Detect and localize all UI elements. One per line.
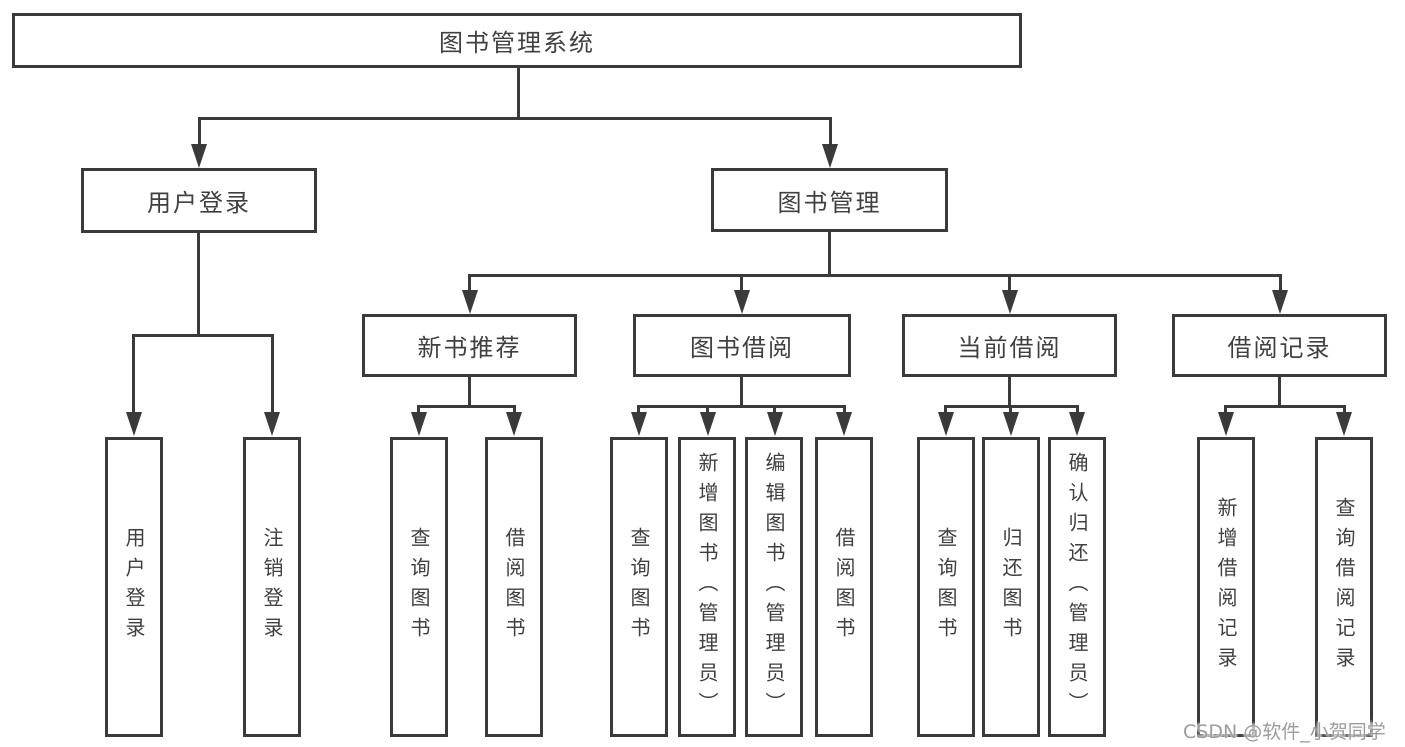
leaf-query-borrow-record: 查询借阅记录 — [1315, 437, 1373, 737]
connector-line — [417, 405, 516, 408]
node-library-system: 图书管理系统 — [12, 13, 1022, 68]
leaf-confirm-return-admin: 确认归还（管理员） — [1048, 437, 1106, 737]
node-new-book-recommend: 新书推荐 — [362, 314, 577, 377]
connector-line — [132, 334, 135, 418]
leaf-label: 查询图书 — [627, 527, 651, 647]
leaf-query-books-borrow: 查询图书 — [610, 437, 668, 737]
connector-line — [637, 405, 846, 408]
watermark: CSDN @软件_小贺同学 — [1183, 721, 1386, 743]
arrow-down-icon — [191, 144, 207, 168]
leaf-label: 借阅图书 — [502, 527, 526, 647]
node-borrow-records: 借阅记录 — [1172, 314, 1387, 377]
leaf-add-borrow-record: 新增借阅记录 — [1197, 437, 1255, 737]
leaf-borrow-books-recommend: 借阅图书 — [485, 437, 543, 737]
connector-line — [740, 377, 743, 408]
arrow-down-icon — [411, 412, 427, 436]
arrow-down-icon — [767, 412, 783, 436]
arrow-down-icon — [631, 412, 647, 436]
node-book-management: 图书管理 — [711, 168, 948, 232]
arrow-down-icon — [1069, 412, 1085, 436]
connector-line — [197, 231, 200, 337]
leaf-label: 新增图书（管理员） — [695, 452, 719, 722]
connector-line — [198, 117, 201, 149]
connector-line — [468, 274, 1282, 277]
connector-line — [740, 274, 743, 294]
leaf-add-books-admin: 新增图书（管理员） — [678, 437, 736, 737]
leaf-label: 用户登录 — [122, 527, 146, 647]
connector-line — [1224, 405, 1346, 408]
connector-line — [198, 117, 832, 120]
arrow-down-icon — [1003, 412, 1019, 436]
connector-line — [1008, 377, 1011, 408]
arrow-down-icon — [836, 412, 852, 436]
connector-line — [517, 66, 520, 119]
connector-line — [1279, 274, 1282, 294]
leaf-user-login: 用户登录 — [105, 437, 163, 737]
connector-line — [1008, 274, 1011, 294]
arrow-down-icon — [1002, 290, 1018, 314]
connector-line — [829, 117, 832, 149]
arrow-down-icon — [126, 412, 142, 436]
node-book-borrow: 图书借阅 — [633, 314, 851, 377]
connector-line — [271, 334, 274, 418]
arrow-down-icon — [938, 412, 954, 436]
connector-line — [468, 377, 471, 408]
leaf-query-books-current: 查询图书 — [917, 437, 975, 737]
arrow-down-icon — [264, 412, 280, 436]
leaf-borrow-books: 借阅图书 — [815, 437, 873, 737]
arrow-down-icon — [1272, 290, 1288, 314]
arrow-down-icon — [700, 412, 716, 436]
leaf-label: 查询借阅记录 — [1332, 497, 1356, 677]
leaf-label: 确认归还（管理员） — [1065, 452, 1089, 722]
connector-line — [468, 274, 471, 294]
leaf-return-books: 归还图书 — [982, 437, 1040, 737]
arrow-down-icon — [1336, 412, 1352, 436]
arrow-down-icon — [822, 144, 838, 168]
arrow-down-icon — [506, 412, 522, 436]
leaf-label: 借阅图书 — [832, 527, 856, 647]
connector-line — [132, 334, 274, 337]
leaf-label: 新增借阅记录 — [1214, 497, 1238, 677]
node-user-login: 用户登录 — [81, 168, 317, 233]
arrow-down-icon — [462, 290, 478, 314]
leaf-label: 查询图书 — [407, 527, 431, 647]
leaf-label: 注销登录 — [260, 527, 284, 647]
arrow-down-icon — [1218, 412, 1234, 436]
connector-line — [828, 230, 831, 277]
arrow-down-icon — [734, 290, 750, 314]
leaf-logout: 注销登录 — [243, 437, 301, 737]
leaf-query-books-recommend: 查询图书 — [390, 437, 448, 737]
connector-line — [1278, 377, 1281, 408]
leaf-label: 查询图书 — [934, 527, 958, 647]
node-current-borrow: 当前借阅 — [902, 314, 1117, 377]
leaf-label: 归还图书 — [999, 527, 1023, 647]
leaf-edit-books-admin: 编辑图书（管理员） — [745, 437, 803, 737]
leaf-label: 编辑图书（管理员） — [762, 452, 786, 722]
